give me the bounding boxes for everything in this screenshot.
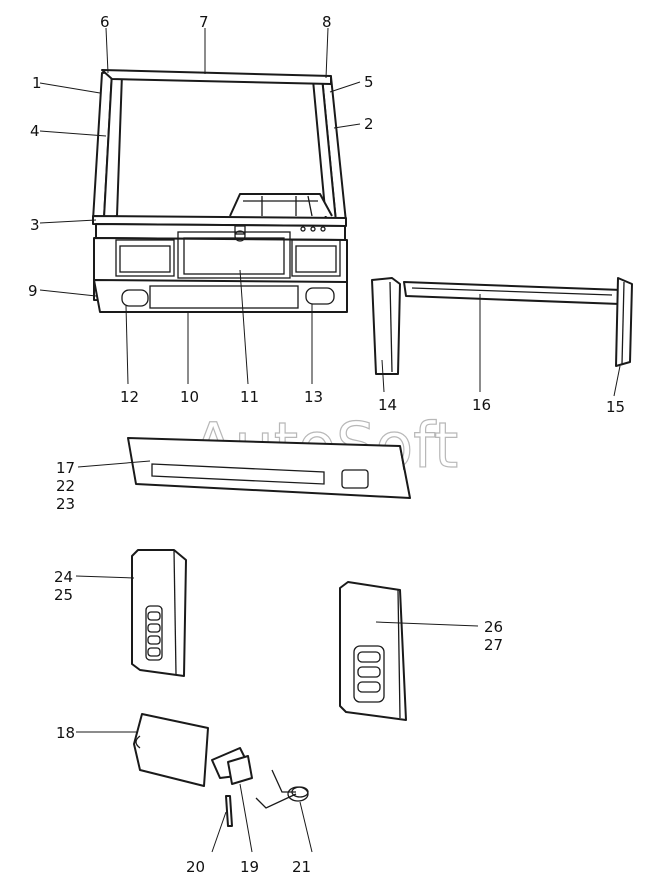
callout-5: 5 — [364, 73, 374, 91]
callout-22: 22 — [56, 477, 75, 495]
leader-lines — [39, 27, 621, 853]
callout-25: 25 — [54, 586, 73, 604]
callout-16: 16 — [472, 396, 491, 414]
callout-13: 13 — [304, 388, 323, 406]
part-26-side-panel — [339, 581, 407, 721]
callout-17: 17 — [56, 459, 75, 477]
callout-14: 14 — [378, 396, 397, 414]
callout-6: 6 — [100, 13, 110, 31]
callout-21: 21 — [292, 858, 311, 876]
roof-header — [101, 69, 332, 85]
callout-3: 3 — [30, 216, 40, 234]
callout-27: 27 — [484, 636, 503, 654]
hinge-block — [227, 755, 253, 785]
part-17-trim-panel — [127, 437, 411, 499]
callout-labels: 1 2 3 4 5 6 7 8 9 10 11 12 13 14 15 16 1… — [28, 13, 625, 876]
callout-2: 2 — [364, 115, 374, 133]
callout-24: 24 — [54, 568, 73, 586]
side-panel-right — [339, 581, 407, 721]
part-15-post — [615, 277, 633, 367]
callout-1: 1 — [32, 74, 42, 92]
callout-23: 23 — [56, 495, 75, 513]
part-18-flap — [133, 713, 209, 787]
part-14-panel — [371, 277, 401, 375]
part-20-pin — [225, 795, 233, 827]
part-19-hinge — [211, 747, 253, 785]
trim-panel-body — [127, 437, 411, 499]
right-lamp — [305, 287, 335, 305]
callout-7: 7 — [199, 13, 209, 31]
callout-12: 12 — [120, 388, 139, 406]
callout-15: 15 — [606, 398, 625, 416]
callout-18: 18 — [56, 724, 75, 742]
callout-8: 8 — [322, 13, 332, 31]
callout-10: 10 — [180, 388, 199, 406]
callout-11: 11 — [240, 388, 259, 406]
part-24-side-panel — [131, 549, 187, 677]
callout-9: 9 — [28, 282, 38, 300]
cab-front-frame — [92, 69, 348, 313]
callout-19: 19 — [240, 858, 259, 876]
part-21-spring — [255, 769, 309, 809]
callout-26: 26 — [484, 618, 503, 636]
dash-raised-box — [229, 193, 333, 217]
callout-4: 4 — [30, 122, 40, 140]
callout-20: 20 — [186, 858, 205, 876]
left-lamp — [121, 289, 149, 307]
front-lower-section — [93, 279, 348, 313]
part-16-rail — [403, 281, 623, 305]
